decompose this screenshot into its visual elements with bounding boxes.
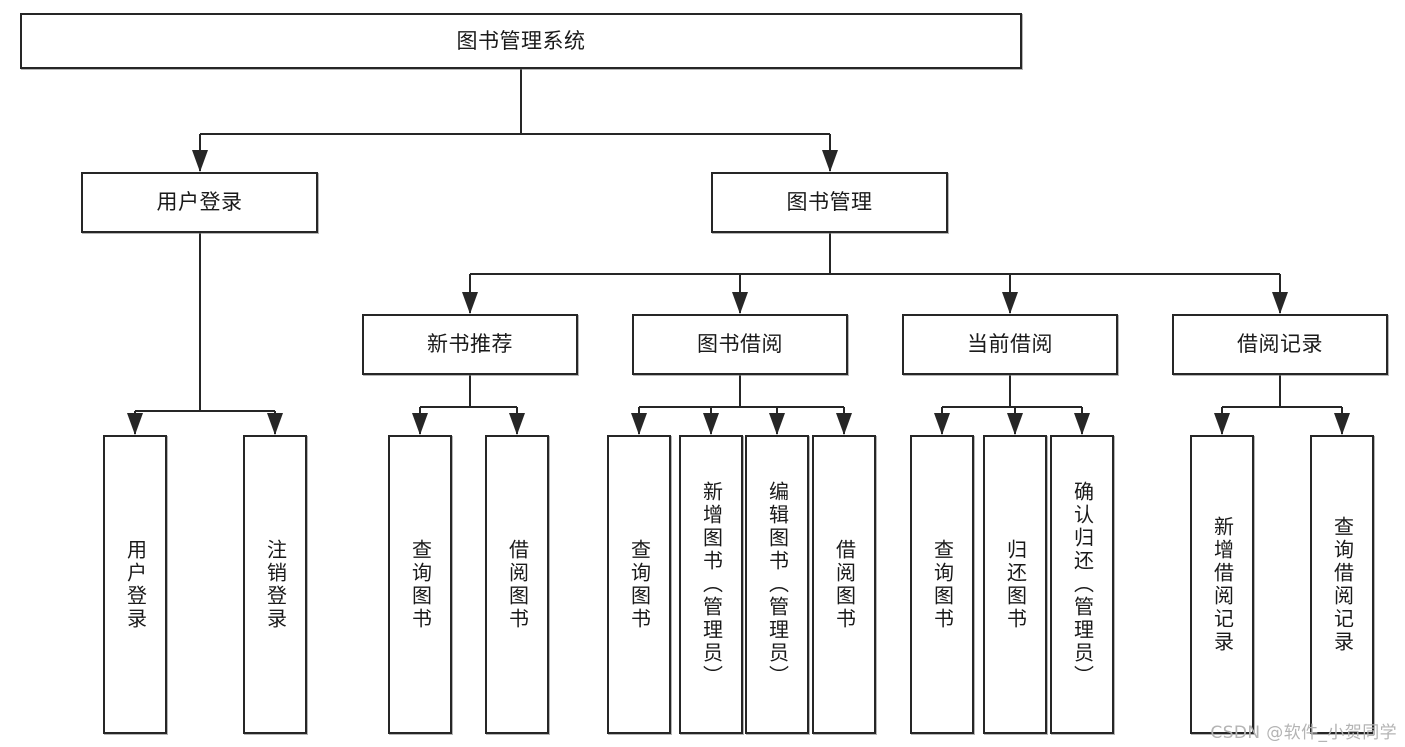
node-label: 查询图书: [408, 538, 433, 631]
node-label: 查询借阅记录: [1330, 515, 1355, 654]
connector-arrowhead: [1007, 413, 1023, 435]
node-leaf_5[interactable]: 新增图书（管理员）: [679, 435, 743, 734]
connector-arrowhead: [509, 413, 525, 435]
node-leaf_4[interactable]: 查询图书: [607, 435, 671, 734]
node-label: 当前借阅: [967, 332, 1053, 357]
node-leaf_8[interactable]: 查询图书: [910, 435, 974, 734]
node-leaf_0[interactable]: 用户登录: [103, 435, 167, 734]
connector-arrowhead: [127, 413, 143, 435]
node-leaf_3[interactable]: 借阅图书: [485, 435, 549, 734]
node-label: 编辑图书（管理员）: [765, 481, 790, 688]
connector-arrowhead: [732, 292, 748, 314]
node-l3_0[interactable]: 新书推荐: [362, 314, 578, 375]
node-leaf_6[interactable]: 编辑图书（管理员）: [745, 435, 809, 734]
connector-arrowhead: [1074, 413, 1090, 435]
connector-arrowhead: [462, 292, 478, 314]
node-leaf_7[interactable]: 借阅图书: [812, 435, 876, 734]
connector-arrowhead: [703, 413, 719, 435]
node-label: 图书管理: [786, 190, 873, 215]
connector-arrowhead: [412, 413, 428, 435]
node-l3_1[interactable]: 图书借阅: [632, 314, 848, 375]
node-label: 借阅图书: [505, 538, 530, 631]
node-label: 查询图书: [627, 538, 652, 631]
node-leaf_2[interactable]: 查询图书: [388, 435, 452, 734]
node-l2_1[interactable]: 图书管理: [711, 172, 948, 233]
connector-arrowhead: [192, 150, 208, 172]
connector-arrowhead: [836, 413, 852, 435]
node-label: 归还图书: [1003, 538, 1028, 631]
node-label: 注销登录: [263, 538, 288, 631]
node-label: 用户登录: [123, 538, 148, 631]
node-leaf_9[interactable]: 归还图书: [983, 435, 1047, 734]
node-label: 借阅图书: [832, 538, 857, 631]
node-label: 新增图书（管理员）: [699, 481, 724, 688]
node-root[interactable]: 图书管理系统: [20, 13, 1022, 69]
connector-arrowhead: [934, 413, 950, 435]
connector-arrowhead: [267, 413, 283, 435]
connector-arrowhead: [769, 413, 785, 435]
node-leaf_10[interactable]: 确认归还（管理员）: [1050, 435, 1114, 734]
connector-arrowhead: [1334, 413, 1350, 435]
node-label: 用户登录: [156, 190, 243, 215]
connector-arrowhead: [1272, 292, 1288, 314]
node-l3_3[interactable]: 借阅记录: [1172, 314, 1388, 375]
node-label: 查询图书: [930, 538, 955, 631]
node-label: 新增借阅记录: [1210, 515, 1235, 654]
node-l3_2[interactable]: 当前借阅: [902, 314, 1118, 375]
watermark-text: CSDN @软件_小贺同学: [1210, 723, 1397, 743]
node-leaf_12[interactable]: 查询借阅记录: [1310, 435, 1374, 734]
connector-arrowhead: [1214, 413, 1230, 435]
node-l2_0[interactable]: 用户登录: [81, 172, 318, 233]
node-label: 图书管理系统: [456, 28, 586, 53]
connector-arrowhead: [631, 413, 647, 435]
node-leaf_11[interactable]: 新增借阅记录: [1190, 435, 1254, 734]
connector-arrowhead: [1002, 292, 1018, 314]
node-label: 新书推荐: [427, 332, 513, 357]
node-label: 确认归还（管理员）: [1070, 481, 1095, 688]
node-label: 借阅记录: [1237, 332, 1323, 357]
node-label: 图书借阅: [697, 332, 783, 357]
connector-arrowhead: [822, 150, 838, 172]
node-leaf_1[interactable]: 注销登录: [243, 435, 307, 734]
